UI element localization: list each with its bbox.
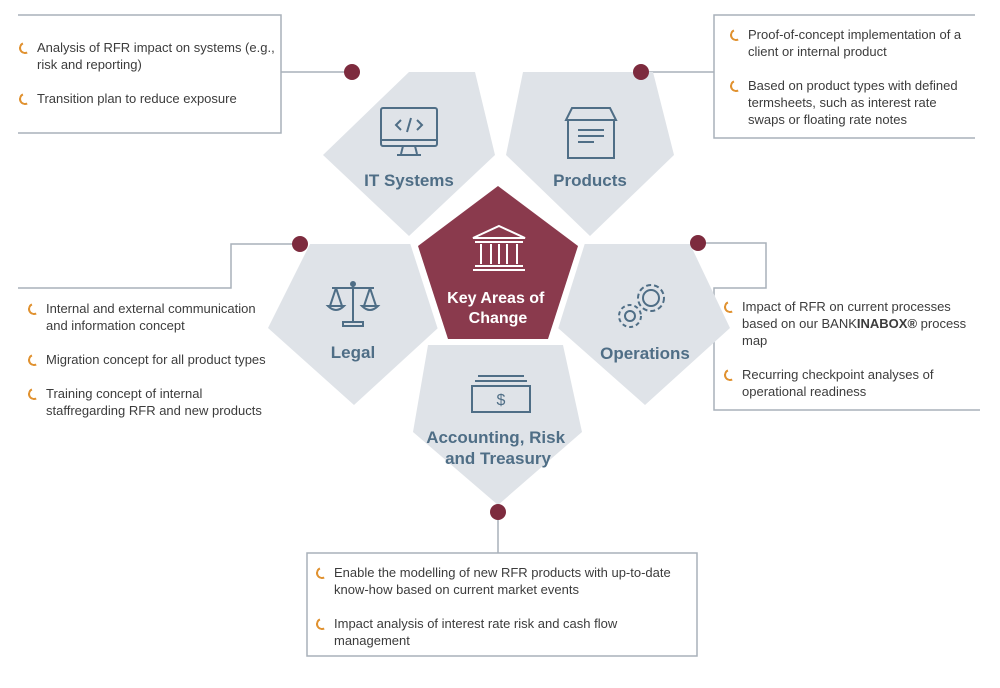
products-dot [633, 64, 649, 80]
operations-details: Impact of RFR on current processes based… [722, 298, 974, 400]
cash-icon [471, 375, 531, 413]
operations-box-border [698, 242, 980, 411]
legal-box-border [18, 243, 300, 289]
products-box-border [713, 14, 975, 139]
accounting-pentagon[interactable] [413, 345, 582, 505]
accounting-dot [490, 504, 506, 520]
list-item: Transition plan to reduce exposure [17, 90, 277, 107]
connector-lines [18, 14, 980, 657]
bullet-icon [728, 27, 744, 43]
products-pentagon[interactable] [506, 72, 674, 236]
bullet-icon [17, 40, 33, 56]
legal-dot [292, 236, 308, 252]
list-item: Impact of RFR on current processes based… [722, 298, 974, 349]
accounting-details: Enable the modelling of new RFR products… [314, 564, 688, 649]
products-label: Products [553, 171, 627, 190]
monitor-code-icon [380, 107, 438, 156]
list-item: Analysis of RFR impact on systems (e.g.,… [17, 39, 277, 73]
list-item: Migration concept for all product types [26, 351, 278, 368]
center-title: Key Areas of Change [447, 290, 549, 327]
bullet-icon [26, 301, 42, 317]
list-item: Enable the modelling of new RFR products… [314, 564, 688, 598]
list-item: Based on product types with defined term… [728, 77, 970, 128]
operations-pentagon[interactable] [558, 244, 730, 405]
list-item: Impact analysis of interest rate risk an… [314, 615, 688, 649]
it-systems-dot [344, 64, 360, 80]
scales-icon [325, 281, 381, 327]
bullet-icon [722, 299, 738, 315]
it-systems-label: IT Systems [364, 171, 454, 190]
brand-name: INABOX® [856, 316, 918, 331]
legal-label: Legal [331, 343, 375, 362]
it-systems-details: Analysis of RFR impact on systems (e.g.,… [17, 39, 277, 107]
bullet-icon [26, 352, 42, 368]
accounting-box-border [306, 512, 698, 657]
list-item: Internal and external communication and … [26, 300, 278, 334]
list-item: Recurring checkpoint analyses of operati… [722, 366, 974, 400]
list-item: Proof-of-concept implementation of a cli… [728, 26, 970, 60]
bullet-icon [314, 616, 330, 632]
list-item: Training concept of internal staffregard… [26, 385, 278, 419]
legal-details: Internal and external communication and … [26, 300, 278, 419]
operations-label: Operations [600, 344, 690, 363]
bullet-icon [728, 78, 744, 94]
legal-pentagon[interactable] [268, 244, 438, 405]
bullet-icon [26, 386, 42, 402]
bullet-icon [722, 367, 738, 383]
accounting-label: Accounting, Risk and Treasury [426, 428, 570, 468]
products-details: Proof-of-concept implementation of a cli… [728, 26, 970, 128]
it-systems-box-border [18, 14, 282, 134]
dollar-sign-icon: $ [497, 392, 506, 409]
operations-dot [690, 235, 706, 251]
bullet-icon [314, 565, 330, 581]
bank-building-icon [472, 224, 526, 271]
bullet-icon [17, 91, 33, 107]
gears-icon [618, 284, 665, 328]
box-icon [564, 107, 618, 159]
